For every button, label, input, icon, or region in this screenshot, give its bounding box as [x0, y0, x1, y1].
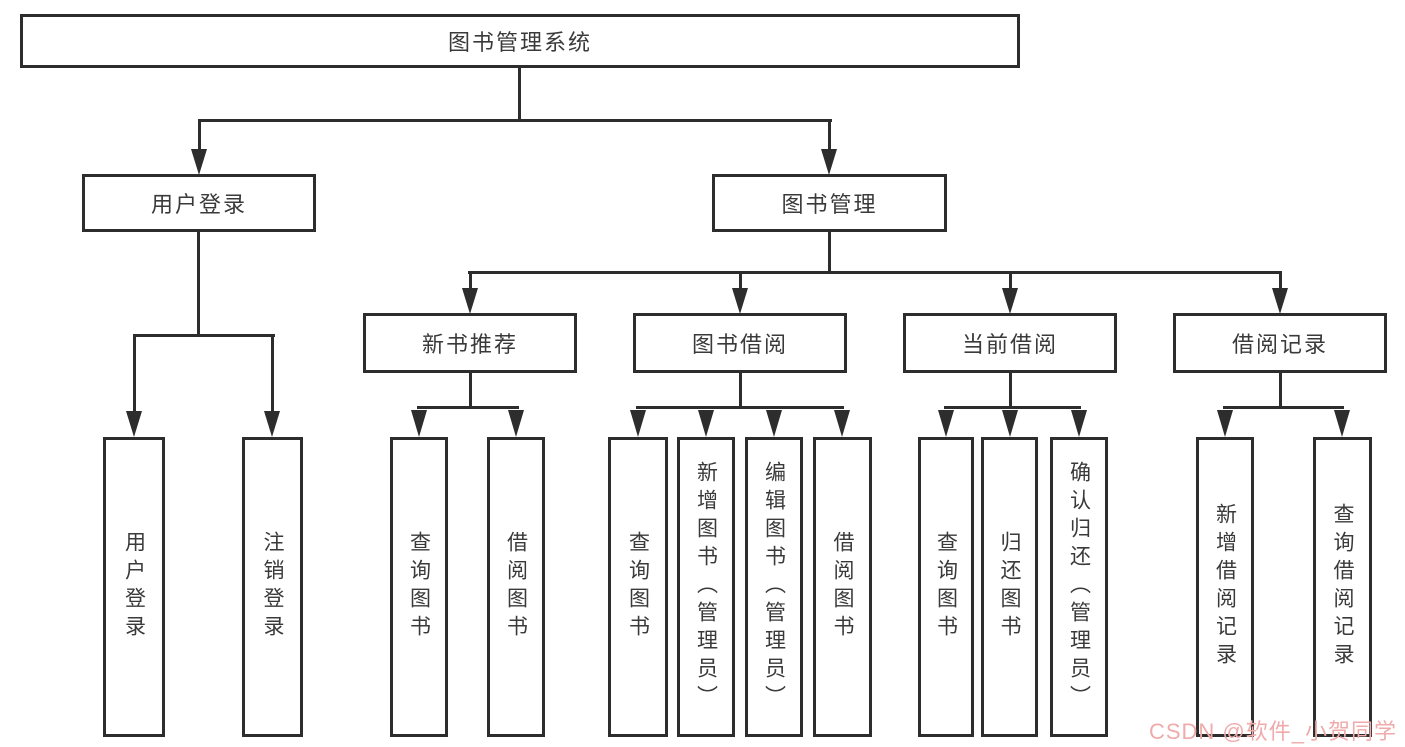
node-borrow-records: 借阅记录 — [1173, 313, 1387, 373]
node-current-borrow: 当前借阅 — [903, 313, 1117, 373]
connector-login-rail — [133, 334, 275, 337]
leaf-query-book-current: 查询图书 — [918, 437, 974, 737]
connector-stem — [739, 373, 742, 409]
arrow-down-icon — [732, 288, 748, 314]
connector-stem — [1009, 373, 1012, 409]
csdn-watermark: CSDN @软件_小贺同学 — [1148, 719, 1397, 744]
connector-stem — [198, 122, 201, 150]
arrow-down-icon — [264, 411, 280, 437]
connector-stem — [1279, 274, 1282, 289]
connector-records-rail — [1223, 406, 1344, 409]
leaf-borrow-book-recommend: 借阅图书 — [487, 437, 545, 737]
connector-stem — [828, 232, 831, 274]
arrow-down-icon — [1272, 288, 1288, 314]
node-root: 图书管理系统 — [20, 14, 1020, 68]
node-new-book-recommend: 新书推荐 — [363, 313, 577, 373]
leaf-borrow-book: 借阅图书 — [813, 437, 872, 737]
connector-stem — [197, 232, 200, 337]
connector-stem — [469, 373, 472, 409]
leaf-edit-book-admin: 编辑图书（管理员） — [745, 437, 803, 737]
arrow-down-icon — [126, 411, 142, 437]
arrow-down-icon — [630, 410, 646, 437]
arrow-down-icon — [411, 410, 427, 437]
connector-stem — [828, 122, 831, 150]
connector-current-rail — [944, 406, 1081, 409]
arrow-down-icon — [938, 410, 954, 437]
arrow-down-icon — [1071, 410, 1087, 437]
node-book-management: 图书管理 — [712, 174, 947, 232]
connector-borrow-rail — [636, 406, 844, 409]
arrow-down-icon — [1002, 410, 1018, 437]
arrow-down-icon — [1002, 288, 1018, 314]
arrow-down-icon — [698, 410, 714, 437]
connector-recommend-rail — [417, 406, 519, 409]
leaf-user-login: 用户登录 — [103, 437, 165, 737]
leaf-query-borrow-record: 查询借阅记录 — [1313, 437, 1372, 737]
connector-root-stem — [518, 68, 521, 121]
arrow-down-icon — [834, 410, 850, 437]
arrow-down-icon — [508, 410, 524, 437]
arrow-down-icon — [821, 149, 837, 175]
connector-stem — [1279, 373, 1282, 409]
leaf-logout: 注销登录 — [242, 437, 303, 737]
leaf-confirm-return-admin: 确认归还（管理员） — [1050, 437, 1108, 737]
arrow-down-icon — [1334, 410, 1350, 437]
connector-stem — [469, 274, 472, 289]
leaf-add-borrow-record: 新增借阅记录 — [1196, 437, 1254, 737]
connector-stem — [739, 274, 742, 289]
arrow-down-icon — [191, 149, 207, 175]
node-book-borrow: 图书借阅 — [633, 313, 847, 373]
arrow-down-icon — [1217, 410, 1233, 437]
arrow-down-icon — [462, 288, 478, 314]
connector-stem — [1009, 274, 1012, 289]
node-user-login: 用户登录 — [82, 174, 316, 232]
leaf-query-book-recommend: 查询图书 — [390, 437, 448, 737]
connector-stem — [271, 337, 274, 412]
leaf-query-book-borrow: 查询图书 — [608, 437, 668, 737]
connector-level3-rail — [468, 271, 1282, 274]
arrow-down-icon — [766, 410, 782, 437]
leaf-return-book: 归还图书 — [981, 437, 1038, 737]
connector-stem — [133, 337, 136, 412]
connector-level2-rail — [198, 119, 832, 122]
leaf-add-book-admin: 新增图书（管理员） — [677, 437, 735, 737]
